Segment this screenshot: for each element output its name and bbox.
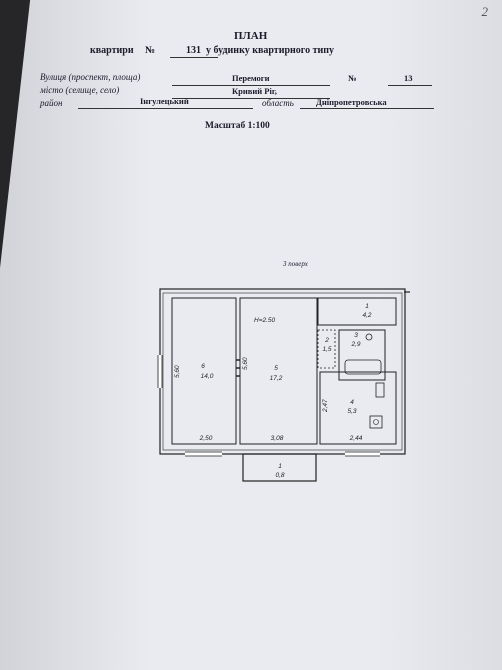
- balcony-area: 0,8: [275, 472, 284, 479]
- building-type-label: у будинку квартирного типу: [206, 45, 335, 56]
- apartment-no-sign: №: [145, 45, 156, 56]
- dim-kitchen-length: 2,44: [349, 435, 363, 442]
- room-6-number: 6: [201, 363, 205, 370]
- street-label: Вулиця (проспект, площа): [40, 72, 141, 82]
- balcony: [242, 453, 317, 482]
- apartment-label: квартири: [90, 45, 134, 56]
- district-label: район: [40, 98, 63, 108]
- dim-room5-length: 5,60: [242, 357, 249, 370]
- city-value: Кривий Ріг,: [232, 86, 277, 96]
- room-2-number: 2: [324, 337, 329, 344]
- room-3-area: 2,9: [350, 341, 360, 348]
- apartment-number: 131: [186, 45, 201, 56]
- room-6-area: 14,0: [201, 373, 214, 380]
- dim-room6-length: 5,60: [174, 365, 181, 378]
- dim-room5-width: 3,08: [271, 435, 284, 442]
- room-4-number: 4: [350, 399, 354, 406]
- region-label: область: [262, 98, 294, 108]
- house-number: 13: [404, 73, 413, 83]
- room-1-area: 4,2: [362, 312, 371, 319]
- room-5-area: 17,2: [270, 375, 283, 382]
- district-value: Інгулецький: [140, 96, 189, 106]
- dim-room6-width: 2,50: [199, 435, 213, 442]
- room-4-area: 5,3: [347, 408, 356, 415]
- balcony-number: 1: [278, 463, 282, 470]
- document-title: ПЛАН: [234, 30, 268, 42]
- height-note: H=2.50: [254, 317, 276, 324]
- floor-label: 3 поверх: [283, 260, 308, 268]
- page-number-mark: 2: [481, 4, 489, 19]
- region-value: Дніпропетровська: [316, 97, 387, 107]
- street-value: Перемоги: [232, 73, 270, 83]
- room-1-number: 1: [365, 303, 369, 310]
- dim-kitchen-width: 2,47: [322, 399, 329, 413]
- scale-label: Масштаб 1:100: [205, 121, 270, 131]
- city-label: місто (селище, село): [40, 85, 120, 95]
- room-2-area: 1,5: [322, 346, 331, 353]
- room-5-number: 5: [274, 365, 278, 372]
- house-no-label: №: [348, 73, 357, 83]
- room-3-number: 3: [354, 332, 358, 339]
